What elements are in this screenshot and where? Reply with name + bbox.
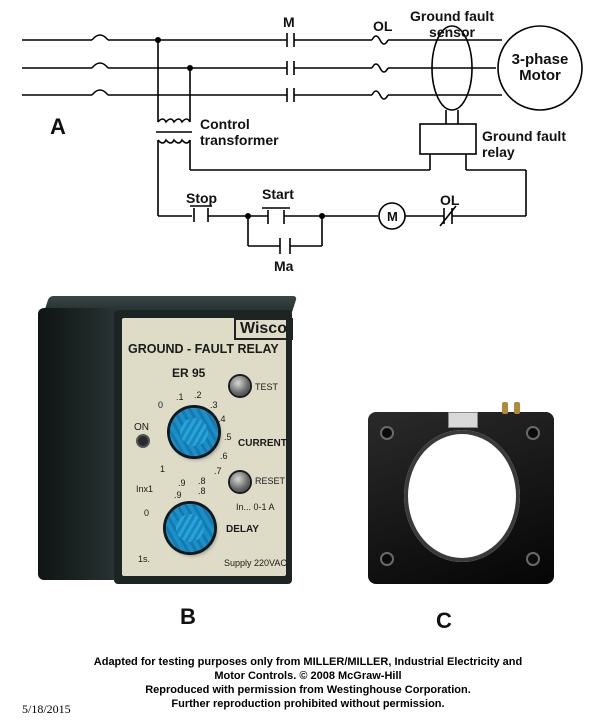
current-label: CURRENT: [238, 438, 287, 449]
label-start: Start: [262, 186, 294, 202]
brand-logo: Wisco: [234, 318, 293, 340]
delay-label: DELAY: [226, 524, 259, 535]
label-control-transformer: Control transformer: [200, 116, 279, 148]
mounting-screw: [382, 428, 392, 438]
sensor-terminal: [514, 402, 520, 414]
wiring-schematic: [22, 25, 583, 254]
delay-dial-mark: .8: [198, 486, 206, 496]
mounting-screw: [382, 554, 392, 564]
ground-fault-sensor-ring: [368, 402, 564, 586]
label-ground-fault-sensor: Ground fault sensor: [410, 8, 494, 40]
panel-label-c: C: [436, 608, 452, 633]
current-dial-mark: 1: [160, 464, 166, 474]
current-dial-mark: .7: [214, 466, 222, 476]
sensor-nameplate: [448, 412, 478, 428]
supply-label: Supply 220VAC: [224, 558, 287, 568]
mounting-screw: [528, 428, 538, 438]
label-ol-bottom: OL: [440, 192, 460, 208]
current-dial-mark: .9: [178, 478, 186, 488]
current-dial-mark: .6: [220, 451, 228, 461]
mounting-screw: [528, 554, 538, 564]
current-dial-mark: 0: [158, 400, 164, 410]
on-indicator-light: [138, 436, 148, 446]
ground-fault-relay-device: Wisco GROUND - FAULT RELAY ER 95 TEST ON…: [38, 296, 298, 584]
delay-dial-mark: .9: [174, 490, 182, 500]
reset-label: RESET: [255, 476, 286, 486]
date-stamp: 5/18/2015: [22, 702, 71, 716]
label-m-contacts: M: [283, 14, 295, 30]
delay-dial-mark: 0: [144, 508, 150, 518]
relay-model: ER 95: [172, 366, 206, 380]
panel-label-b: B: [180, 604, 196, 629]
seconds-label: 1s.: [138, 554, 151, 564]
label-stop: Stop: [186, 190, 218, 206]
range-label: In... 0-1 A: [236, 502, 275, 512]
current-dial-mark: .1: [176, 392, 184, 402]
inx1-label: Inx1: [136, 484, 154, 494]
test-button[interactable]: [230, 376, 250, 396]
current-dial-mark: .5: [224, 432, 232, 442]
delay-adjust-knob[interactable]: [166, 504, 214, 552]
current-dial-mark: .2: [194, 390, 202, 400]
current-dial-mark: .8: [198, 476, 206, 486]
label-motor: 3-phase Motor: [511, 51, 569, 84]
label-ma: Ma: [274, 258, 294, 274]
credit-text: Adapted for testing purposes only from M…: [93, 656, 523, 710]
current-adjust-knob[interactable]: [170, 408, 218, 456]
label-ol-top: OL: [373, 18, 393, 34]
current-dial-mark: .4: [218, 414, 226, 424]
reset-button[interactable]: [230, 472, 250, 492]
label-motor-coil: M: [387, 209, 398, 224]
relay-title: GROUND - FAULT RELAY: [128, 342, 279, 356]
test-label: TEST: [255, 382, 279, 392]
current-dial-mark: .3: [210, 400, 218, 410]
on-label: ON: [134, 422, 149, 433]
sensor-terminal: [502, 402, 508, 414]
panel-label-a: A: [50, 114, 66, 139]
label-ground-fault-relay: Ground fault relay: [482, 128, 566, 160]
